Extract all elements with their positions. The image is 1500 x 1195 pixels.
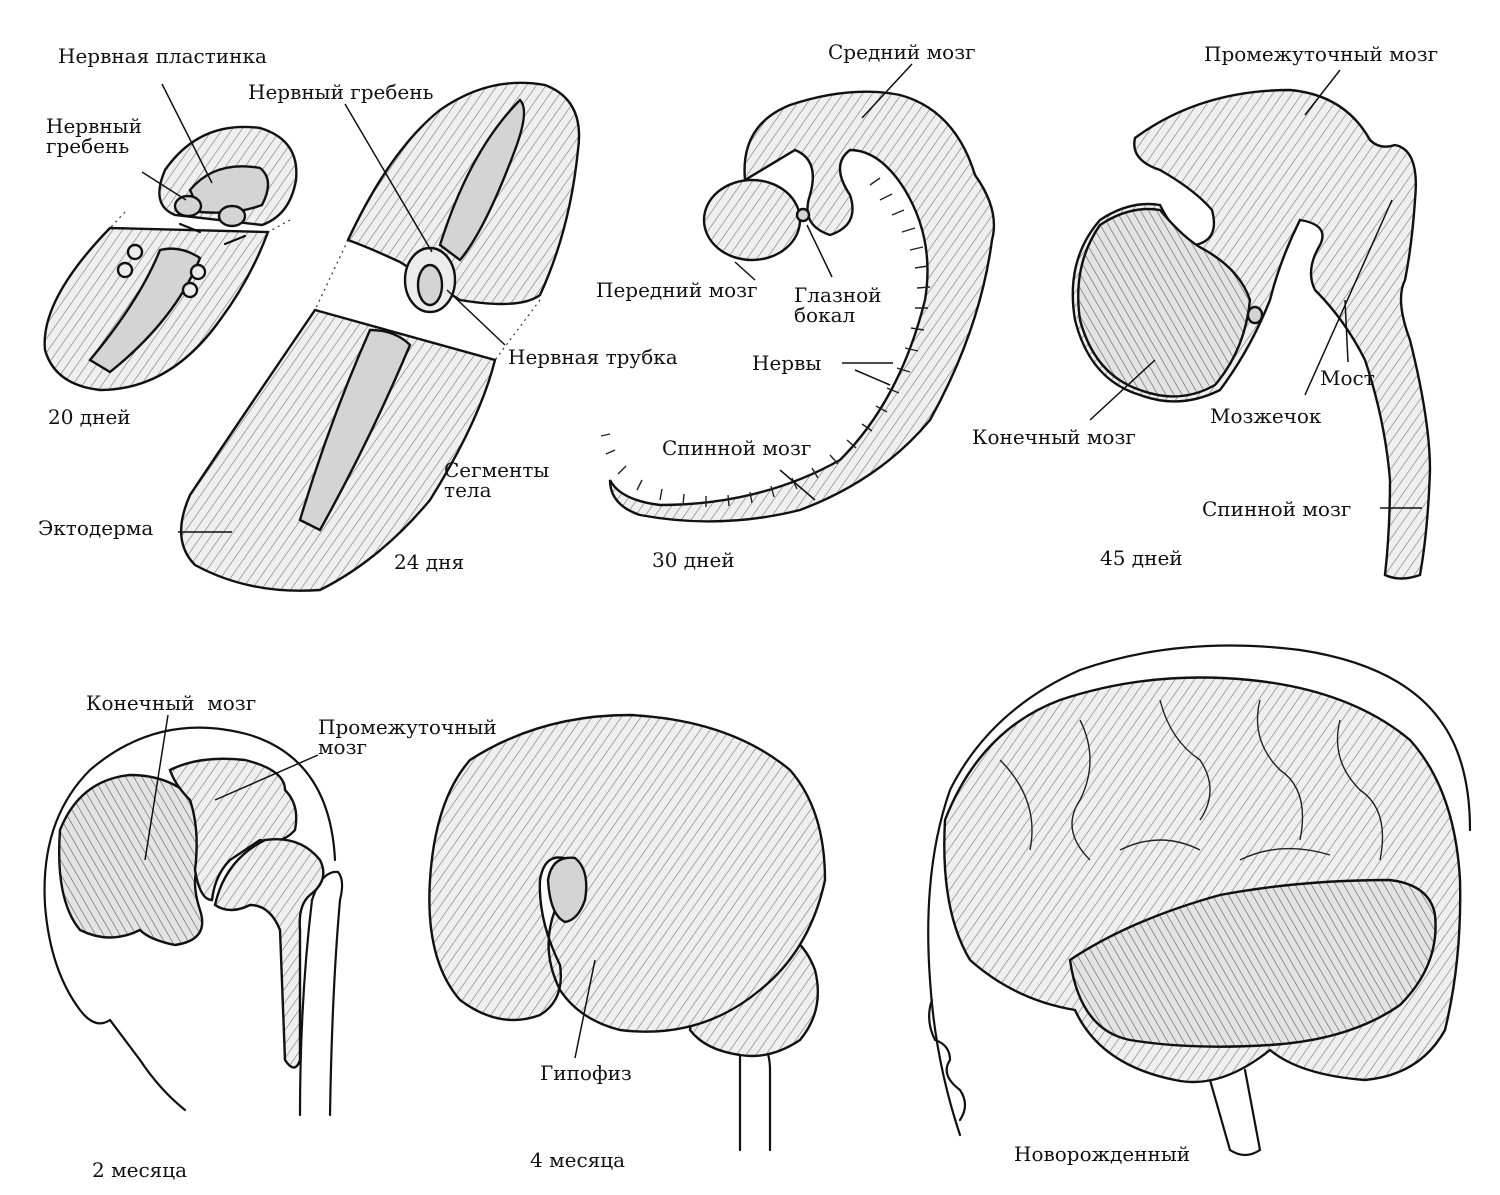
embryo-30-days-drawing: [600, 90, 996, 523]
label-spinal-cord-45: Спинной мозг: [1202, 497, 1352, 521]
stage-24-days: 24 дня: [394, 550, 465, 574]
label-neural-crest-24: Нервный гребень: [248, 80, 434, 104]
stage-2-months: 2 месяца: [92, 1158, 188, 1182]
label-diencephalon-45: Промежуточный мозг: [1204, 42, 1439, 66]
stage-4-months: 4 месяца: [530, 1148, 626, 1172]
stage-newborn: Новорожденный: [1014, 1142, 1191, 1166]
label-telencephalon-45: Конечный мозг: [972, 425, 1136, 449]
label-ectoderm: Эктодерма: [38, 516, 154, 540]
embryo-45-days-drawing: [1071, 88, 1432, 580]
label-neural-plate: Нервная пластинка: [58, 44, 267, 68]
leader-lines: [141, 63, 1422, 1059]
label-pituitary: Гипофиз: [540, 1061, 632, 1085]
label-cerebellum: Мозжечок: [1210, 404, 1322, 428]
stage-20-days: 20 дней: [48, 405, 131, 429]
newborn-brain-drawing: [927, 644, 1472, 1157]
label-midbrain: Средний мозг: [828, 40, 976, 64]
embryo-24-days-drawing: [179, 81, 581, 592]
label-telencephalon-2m: Конечный мозг: [86, 691, 257, 715]
embryo-2-months-drawing: [43, 726, 344, 1117]
label-pons: Мост: [1320, 366, 1375, 390]
label-spinal-cord-30: Спинной мозг: [662, 436, 812, 460]
stage-45-days: 45 дней: [1100, 546, 1183, 570]
label-forebrain: Передний мозг: [596, 278, 758, 302]
label-diencephalon-2m: Промежуточный мозг: [318, 715, 497, 759]
label-nerves: Нервы: [752, 351, 822, 375]
stage-30-days: 30 дней: [652, 548, 735, 572]
label-neural-tube: Нервная трубка: [508, 345, 678, 369]
label-optic-cup: Глазной бокал: [794, 283, 882, 327]
label-body-segments: Сегменты тела: [444, 458, 550, 502]
embryo-4-months-drawing: [428, 713, 827, 1152]
label-neural-crest-20: Нервный гребень: [46, 114, 142, 158]
embryo-20-days-drawing: [43, 125, 298, 392]
